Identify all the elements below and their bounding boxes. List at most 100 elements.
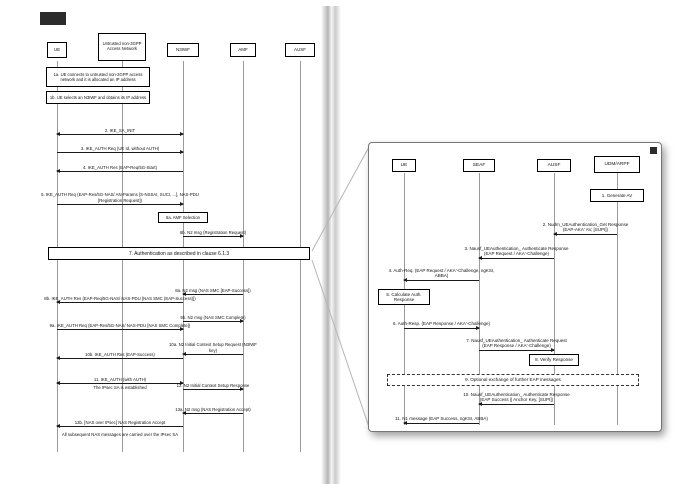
message-label: 9a. IKE_AUTH Req (EAP-Res/5G-NAS/ NAS-PD…	[49, 322, 191, 328]
message-label: 6b. N2 msg (Registration Request)	[179, 229, 247, 235]
message-label: 7. Nausf_UEAuthentication_ Authenticate …	[466, 337, 567, 349]
message-label: 10. Nausf_UEAuthentication_ Authenticate…	[463, 391, 570, 403]
arrow-line	[57, 150, 184, 154]
inset-message-n1-eap-success: 11. N1 message (EAP Success, ngKSI, ABBA…	[395, 411, 488, 425]
message-n2-initial-ctx-setup-request: 10a. N2 Initial Context Setup Request (N…	[169, 336, 257, 356]
message-ike-auth-req-smc-complete: 9a. IKE_AUTH Req (EAP-Res/5G-NAS/ NAS-PD…	[50, 311, 190, 331]
lifeline-header-ue: UE	[47, 42, 67, 58]
message-nas-over-ipsec-registration-accept: 13b. [NAS over IPsec] NAS Registration A…	[56, 413, 183, 428]
message-label: 3. Nausf_UEAuthentication_ Authenticate …	[464, 245, 569, 257]
message-label: 13b. [NAS over IPsec] NAS Registration A…	[74, 419, 166, 425]
message-label: 13a. N2 msg (NAS Registration Accept)	[175, 406, 251, 412]
message-ike-auth-res-nas-smc: 8b. IKE_AUTH Res (EAP-Req/5G-NAS/ NAS-PD…	[44, 284, 196, 304]
inset-message-nausf-authenticate-request: 7. Nausf_UEAuthentication_ Authenticate …	[466, 333, 567, 352]
zoom-inset-panel: UE SEAF AUSF UDM/ARPF 1. Generate AV 5. …	[368, 142, 662, 432]
box-label: 1. Generate AV	[601, 192, 633, 198]
message-label: 2. Nudm_UEAuthentication_Get Response (E…	[542, 221, 629, 233]
message-n2-nas-smc-complete: 9b. N2 msg (NAS SMC Complete)	[180, 308, 246, 323]
message-n2-nas-smc: 8a. N2 msg (NAS SMC [EAP-Success])	[175, 276, 251, 296]
lifeline-header-amf: AMF	[230, 43, 256, 57]
arrow-line	[553, 232, 617, 236]
lifeline-label: AUSF	[547, 162, 561, 168]
message-label: 3. IKE_AUTH Req (UE Id, without AUTH)	[80, 145, 160, 151]
note-subsequent-nas: All subsequent NAS messages are carried …	[61, 432, 179, 437]
message-ike-auth-with-auth: 11. IKE_AUTH (with AUTH) The IPsec SA is…	[56, 375, 184, 390]
inset-box-verify-response: 8. Verify Response	[529, 354, 579, 366]
message-label: 11. IKE_AUTH (with AUTH)	[93, 376, 147, 382]
message-label: 4. Auth-Req. (EAP Request / AKA'-Challen…	[388, 267, 495, 279]
inset-message-nausf-authenticate-response-success: 10. Nausf_UEAuthentication_ Authenticate…	[463, 389, 570, 406]
lifeline-label: AMF	[238, 47, 248, 53]
arrow-line	[478, 402, 554, 406]
inset-lifeline-header-ausf: AUSF	[537, 159, 571, 172]
note-step-1a: 1a. UE connects to untrusted non-3GPP ac…	[46, 67, 150, 87]
inset-lifeline-ausf	[554, 173, 555, 425]
inset-corner-marker	[650, 147, 657, 154]
message-sublabel: The IPsec SA is established	[93, 385, 147, 390]
inset-message-nudm-get-response: 2. Nudm_UEAuthentication_Get Response (E…	[543, 219, 628, 236]
page-fold-shading	[321, 6, 341, 484]
inset-box-generate-av: 1. Generate AV	[590, 189, 644, 202]
message-label: 5. IKE_AUTH Req (EAP-Res/5G-NAS/ AN-Para…	[41, 192, 199, 203]
arrow-line	[183, 234, 244, 238]
arrow-line	[182, 352, 243, 356]
message-label: 12. N2 Initial Context Setup Response	[176, 382, 250, 388]
lifeline-header-untrusted-access: Untrusted non-3GPP Access Network	[98, 33, 146, 61]
message-ike-auth-res-5g-start: 4. IKE_AUTH Res (EAP-Req/5G-Start)	[56, 163, 183, 173]
message-n2-initial-ctx-setup-response: 12. N2 Initial Context Setup Response	[177, 376, 249, 391]
message-ike-sa-init: 2. IKE_SA_INIT	[56, 126, 184, 136]
box-label: 5. Calculate Auth. Response	[386, 291, 422, 302]
message-n2-nas-registration-accept: 13a. N2 msg (NAS Registration Accept)	[175, 400, 251, 415]
message-label: 8b. IKE_AUTH Res (EAP-Req/5G-NAS/ NAS-PD…	[44, 295, 196, 301]
message-label: 10a. N2 Initial Context Setup Request (N…	[169, 342, 257, 353]
lifeline-label: AUSF	[293, 47, 306, 53]
arrow-line	[56, 300, 183, 304]
arrow-line	[57, 202, 184, 206]
lifeline-label: UE	[400, 162, 408, 168]
message-label: 8a. N2 msg (NAS SMC [EAP-Success])	[175, 287, 251, 293]
arrow-line	[403, 421, 479, 425]
lifeline-label: N3IWF	[176, 47, 190, 53]
message-ike-auth-req-registration: 5. IKE_AUTH Req (EAP-Res/5G-NAS/ AN-Para…	[41, 186, 199, 206]
lifeline-label: UDM/ARPF	[604, 161, 630, 167]
figure-tag-marker	[40, 12, 66, 25]
arrow-line	[57, 327, 184, 331]
arrow-line	[56, 169, 183, 173]
arrow-line	[478, 256, 554, 260]
inset-lifeline-header-seaf: SEAF	[463, 159, 495, 172]
arrow-line	[182, 292, 243, 296]
lifeline-label: UE	[53, 47, 61, 53]
message-n2-registration-request: 6b. N2 msg (Registration Request)	[180, 223, 246, 238]
box-label: 8. Verify Response	[535, 357, 573, 363]
inset-message-auth-req: 4. Auth-Req. (EAP Request / AKA'-Challen…	[389, 265, 494, 282]
note-label: 1a. UE connects to untrusted non-3GPP ac…	[53, 71, 143, 82]
inset-lifeline-udm-arpf	[617, 173, 618, 425]
arrow-line	[56, 356, 183, 360]
box-label: 9. Optional exchange of further EAP mess…	[465, 377, 561, 383]
arrow-line	[183, 387, 244, 391]
message-label: 11. N1 message (EAP Success, ngKSI, ABBA…	[395, 416, 488, 422]
message-ike-auth-req-ueid: 3. IKE_AUTH Req (UE Id, without AUTH)	[57, 144, 184, 154]
box-amf-selection: 6a. AMF Selection	[158, 212, 208, 223]
inset-message-nausf-authenticate-response-challenge: 3. Nausf_UEAuthentication_ Authenticate …	[464, 241, 569, 260]
message-label: 4. IKE_AUTH Res (EAP-Req/5G-Start)	[82, 164, 158, 170]
lifeline-header-n3iwf: N3IWF	[167, 43, 199, 57]
arrow-line	[56, 424, 183, 428]
inset-lifeline-header-udm-arpf: UDM/ARPF	[594, 156, 640, 173]
inset-lifeline-seaf	[479, 173, 480, 425]
lifeline-header-ausf: AUSF	[285, 43, 315, 57]
message-label: 9b. N2 msg (NAS SMC Complete)	[180, 314, 246, 320]
arrow-line	[404, 326, 480, 330]
box-authentication-clause: 7. Authentication as described in clause…	[48, 247, 310, 260]
main-sequence-diagram: UE Untrusted non-3GPP Access Network N3I…	[0, 0, 320, 492]
note-step-1b: 1b. UE selects an N3IWF and obtains its …	[46, 91, 150, 104]
arrow-line	[183, 319, 244, 323]
arrow-line	[56, 132, 184, 136]
inset-message-auth-resp: 6. Auth-Resp. (EAP Response / AKA'-Chall…	[393, 315, 490, 330]
message-ike-auth-res-eap-success: 10b. IKE_AUTH Res (EAP-Success)	[56, 345, 183, 360]
inset-lifeline-header-ue: UE	[392, 159, 416, 172]
message-label: 2. IKE_SA_INIT	[104, 127, 136, 133]
message-label: 6. Auth-Resp. (EAP Response / AKA'-Chall…	[392, 321, 491, 327]
arrow-line	[403, 278, 479, 282]
